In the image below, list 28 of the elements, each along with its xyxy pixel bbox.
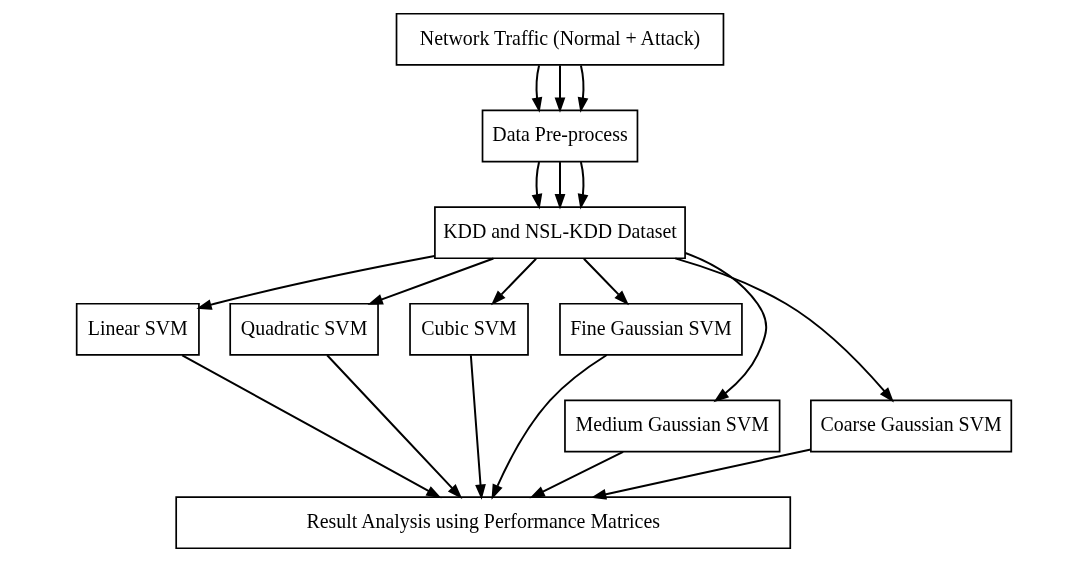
arrow bbox=[469, 354, 486, 500]
node-box: Data Pre-process bbox=[481, 109, 639, 163]
node-box: Cubic SVM bbox=[409, 302, 529, 356]
arrow bbox=[491, 257, 538, 306]
node-box: Coarse Gaussian SVM bbox=[810, 399, 1013, 453]
arrow bbox=[196, 255, 436, 310]
node-box: Medium Gaussian SVM bbox=[564, 399, 781, 453]
arrow bbox=[529, 450, 625, 499]
arrow bbox=[554, 64, 566, 113]
arrow bbox=[531, 64, 543, 113]
arrow bbox=[582, 257, 629, 306]
arrow bbox=[577, 64, 589, 113]
arrow bbox=[367, 257, 495, 305]
node-box: KDD and NSL-KDD Dataset bbox=[434, 206, 686, 260]
arrow bbox=[554, 161, 566, 210]
arrow bbox=[491, 353, 608, 500]
arrow bbox=[674, 257, 894, 403]
arrow bbox=[684, 251, 768, 403]
arrow bbox=[326, 354, 463, 499]
node-box: Quadratic SVM bbox=[229, 302, 379, 356]
arrow bbox=[181, 354, 442, 499]
arrow bbox=[577, 161, 589, 210]
node-box: Fine Gaussian SVM bbox=[559, 302, 743, 356]
arrow bbox=[590, 448, 812, 500]
arrow bbox=[531, 161, 543, 210]
node-box: Result Analysis using Performance Matrices bbox=[175, 496, 792, 550]
node-box: Network Traffic (Normal + Attack) bbox=[395, 12, 725, 66]
node-box: Linear SVM bbox=[75, 302, 200, 356]
